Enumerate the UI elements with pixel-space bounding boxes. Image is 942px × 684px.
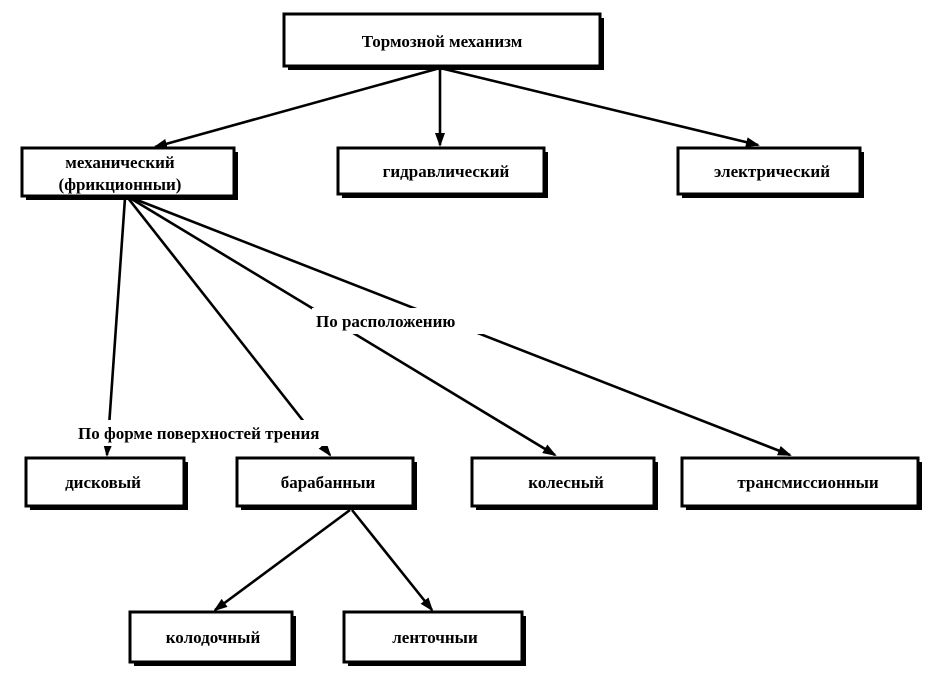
label-by-location: По расположению xyxy=(316,312,455,331)
node-wheel-label: колесный xyxy=(528,473,604,492)
edge-mech-disc xyxy=(102,197,127,457)
node-transmission-label: трансмиссионныи xyxy=(737,473,878,492)
node-band-label: ленточныи xyxy=(392,628,478,647)
node-hydraulic-label: гидравлический xyxy=(383,162,510,181)
node-hydraulic: гидравлический xyxy=(336,146,548,198)
node-drum: барабанныи xyxy=(235,456,417,510)
node-band: ленточныи xyxy=(342,610,526,666)
edge-labels: По расположению По форме поверхностей тр… xyxy=(74,308,486,446)
node-root-label: Тормозной механизм xyxy=(362,32,523,51)
label-by-surface: По форме поверхностей трения xyxy=(78,424,320,443)
edge-root-elec xyxy=(439,66,760,148)
edge-drum-band xyxy=(350,509,434,612)
node-drum-label: барабанныи xyxy=(281,473,376,492)
node-electrical-label: электрический xyxy=(714,162,830,181)
node-shoe: колодочный xyxy=(128,610,296,666)
node-wheel: колесный xyxy=(470,456,658,510)
node-root: Тормозной механизм xyxy=(282,12,604,70)
node-mechanical-line2: (фрикционныи) xyxy=(59,175,182,194)
edge-root-mech xyxy=(153,66,441,149)
node-electrical: электрический xyxy=(676,146,864,198)
node-disc-label: дисковый xyxy=(65,473,141,492)
edge-mech-drum xyxy=(126,197,332,457)
node-transmission: трансмиссионныи xyxy=(680,456,922,510)
node-disc: дисковый xyxy=(24,456,188,510)
node-mechanical-line1: механический xyxy=(65,153,175,172)
edge-drum-shoe xyxy=(213,508,351,612)
node-shoe-label: колодочный xyxy=(166,628,261,647)
node-mechanical: механический (фрикционныи) xyxy=(20,146,238,200)
